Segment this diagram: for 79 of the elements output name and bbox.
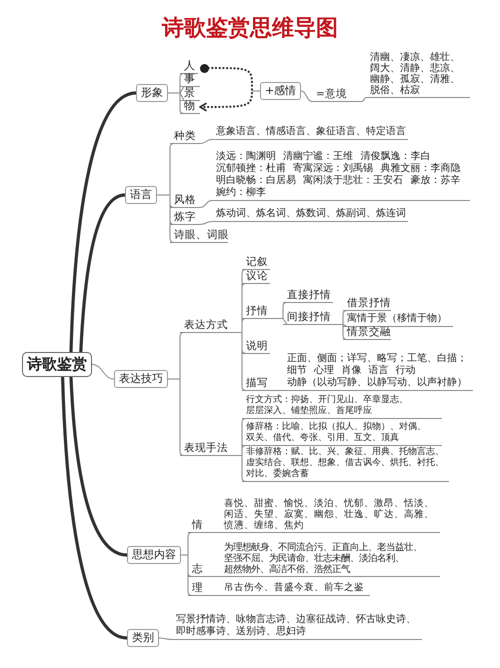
branch-box: 形象 (136, 84, 168, 102)
subtopic-label: 抒情 (242, 305, 283, 319)
detail-text: 吊古伤今、昔盛今衰、前车之鉴 (220, 582, 370, 596)
subtopic-label: 种类 (170, 130, 200, 144)
text-line: 沉郁顿挫：杜甫 寄寓深远：刘禹锡 典雅文丽：李商隐 (216, 163, 462, 174)
connector-line (200, 200, 212, 208)
connector-line (180, 554, 192, 596)
branch-curve (61, 375, 129, 640)
subtopic-label: 议论 (242, 270, 270, 284)
subtopic-label: 直接抒情 (283, 289, 333, 303)
detail-text: 写景抒情诗、咏物言志诗、边塞征战诗、怀古咏史诗、即时感事诗、送别诗、思妇诗 (172, 614, 422, 640)
subtopic-label: 情 (188, 519, 218, 533)
subtopic-label: 说明 (242, 340, 270, 354)
connector-line (218, 595, 220, 596)
subtopic-label: 间接抒情 (283, 311, 333, 325)
connector-line (168, 378, 184, 456)
connector-line (252, 90, 260, 92)
detail-text: 炼动词、炼名词、炼数词、炼副词、炼连词 (212, 208, 408, 222)
connector-line (362, 97, 366, 102)
detail-text: 非修辞格：赋、比、兴、象征、用典、托物言志、虚实结合、联想、想象、借古讽今、烘托、衬托、对比、委婉含蓄 (242, 447, 449, 482)
branch-box: 表达技巧 (114, 370, 168, 388)
connector-line (200, 221, 212, 225)
subtopic-label: 寓情于景（移情于物） (343, 313, 453, 327)
connector-line (242, 318, 246, 333)
detail-text: 为理想献身、不同流合污、正直向上、老当益壮、坚强不屈、为民请命、壮志未酬、淡泊名利、超然物外、高洁不俗、浩然正气 (220, 542, 440, 577)
subtopic-label: 情景交融 (343, 326, 391, 340)
subtopic-label: 景 (180, 87, 200, 101)
text-line: 正面、侧面；详写、略写；工笔、白描； (287, 353, 468, 364)
connector-line (242, 445, 246, 456)
connector-line (242, 455, 246, 482)
text-line: 细节 心理 肖像 语言 行动 (287, 365, 417, 376)
subtopic-label: 志 (188, 563, 218, 577)
branch-box: 类别 (127, 629, 159, 647)
detail-text: 修辞格：比喻、比拟（拟人、拟物）、对偶、双关、借代、夸张、引用、互文、顶真 (242, 422, 442, 446)
connector-line (158, 638, 172, 640)
central-topic-box: 诗歌鉴赏 (22, 352, 92, 377)
subtopic-label: 物 (180, 100, 200, 114)
detail-text: 行文方式：抑扬、开门见山、卒章显志、层层深入、铺垫照应、首尾呼应 (242, 395, 442, 419)
text-line: 明白晓畅：白居易 寓闲淡于悲壮：王安石 豪放：苏辛 (216, 175, 462, 186)
branch-curve (69, 91, 138, 354)
subtopic-label: 借景抒情 (343, 297, 391, 311)
subtopic-label: 记叙 (242, 256, 270, 270)
connector-line (282, 302, 288, 319)
detail-text: 喜悦、甜蜜、愉悦、淡泊、忧郁、激昂、恬淡、闲适、失望、寂寞、幽怨、壮逸、旷达、高雅、愤懑、缠绵、焦灼 (220, 498, 440, 533)
subtopic-label: 表现手法 (180, 442, 242, 456)
text-line: 婉约：柳李 (216, 187, 267, 199)
connector-line (218, 576, 220, 577)
detail-text (212, 151, 470, 201)
connector-line (282, 318, 288, 325)
detail-text: 清幽、凄凉、雄壮、阔大、清静、悲凉、幽静、孤寂、清雅、脱俗、枯寂 (366, 52, 470, 98)
subtopic-label: 事 (180, 73, 200, 87)
subtopic-label: =意境 (312, 88, 362, 102)
subtopic-label: 表达方式 (180, 319, 242, 333)
subtopic-label: 诗眼、词眼 (170, 229, 228, 243)
subtopic-label: 炼字 (170, 211, 200, 225)
connector-line (168, 92, 184, 114)
dotted-arrow (198, 66, 254, 112)
branch-box: 语言 (125, 186, 157, 204)
text-line: 动静（以动写静、以静写动、以声衬静） (287, 377, 468, 389)
connector-line (218, 532, 220, 533)
concept-box: +感情 (260, 82, 302, 100)
subtopic-label: 风格 (170, 194, 200, 208)
connector-line (92, 364, 114, 380)
connector-line (272, 390, 284, 391)
subtopic-label: 描写 (242, 377, 272, 391)
branch-box: 思想内容 (127, 546, 181, 564)
connector-line (200, 139, 212, 144)
title: 诗歌鉴赏思维导图 (160, 15, 339, 43)
dot (200, 64, 208, 72)
connector-line (300, 90, 312, 102)
connector-line (242, 332, 246, 391)
subtopic-label: 理 (188, 582, 218, 596)
connector-line (332, 324, 348, 340)
branch-curve (69, 375, 129, 557)
text-line: 淡远：陶渊明 清幽宁谧：王维 清俊飘逸：李白 (216, 151, 432, 162)
detail-text (283, 353, 473, 391)
detail-text: 意象语言、情感语言、象征语言、特定语言 (212, 126, 408, 140)
subtopic-label: 人 (180, 60, 198, 74)
branch-curve (79, 193, 127, 354)
